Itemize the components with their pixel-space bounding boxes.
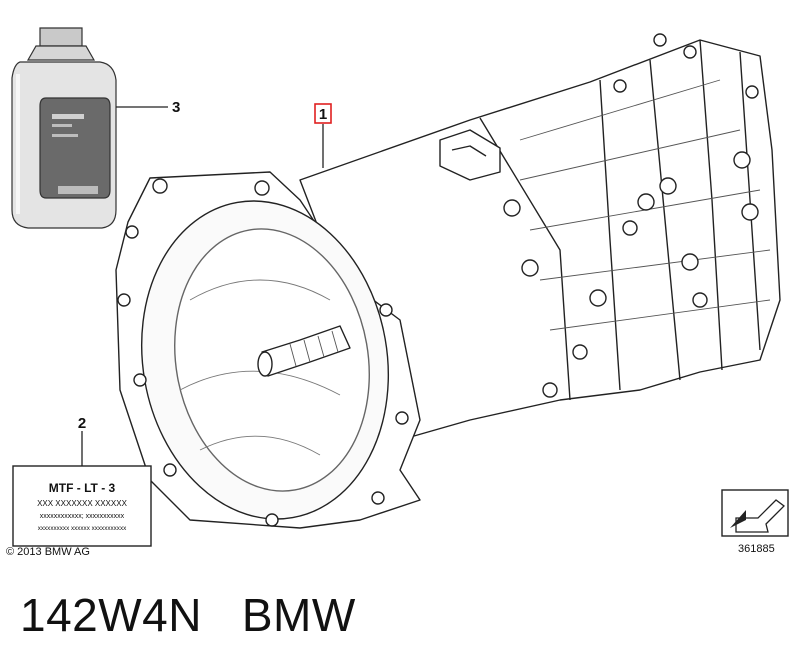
transmission-illustration <box>115 33 781 529</box>
leader-lines <box>81 106 324 466</box>
label-line-1: XXX XXXXXXX XXXXXX <box>37 499 127 508</box>
oil-bottle-illustration <box>11 27 117 229</box>
callout-part-2[interactable]: 2 <box>78 415 86 432</box>
label-line-3: xxxxxxxxxx xxxxxx xxxxxxxxxxx <box>38 525 127 532</box>
callout-part-1[interactable]: 1 <box>314 103 332 124</box>
label-line-2: xxxxxxxxxxxx; xxxxxxxxxxx <box>40 513 125 520</box>
part-code: 142W4N <box>20 589 202 641</box>
brand-name: BMW <box>241 589 356 641</box>
callout-1-highlight-box <box>314 103 332 124</box>
callout-part-3[interactable]: 3 <box>172 99 180 116</box>
label-title: MTF - LT - 3 <box>49 481 116 495</box>
diagram-reference-icon <box>721 489 789 537</box>
callout-1-number: 1 <box>319 106 327 123</box>
callout-3-number: 3 <box>172 99 180 116</box>
part-caption: 142W4N BMW <box>20 588 356 642</box>
copyright-notice: © 2013 BMW AG <box>6 546 90 558</box>
diagram-number: 361885 <box>738 543 775 555</box>
callout-2-number: 2 <box>78 415 86 432</box>
fluid-label-sticker: MTF - LT - 3 XXX XXXXXXX XXXXXX xxxxxxxx… <box>12 465 152 547</box>
